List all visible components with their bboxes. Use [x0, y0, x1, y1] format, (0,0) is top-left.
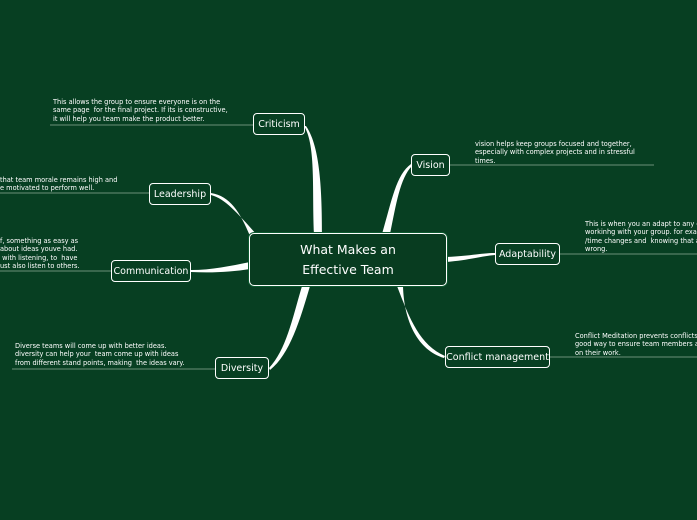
note-criticism: This allows the group to ensure everyone…	[53, 98, 228, 123]
topic-adaptability-label: Adaptability	[498, 248, 557, 260]
note-communication: f, something as easy as about ideas youv…	[0, 237, 80, 270]
note-conflict-management: Conflict Meditation prevents conflicts, …	[575, 332, 697, 357]
topic-criticism-label: Criticism	[258, 118, 300, 130]
branch-conflict-management	[397, 286, 445, 358]
topic-vision[interactable]: Vision	[411, 154, 450, 176]
topic-conflict-management[interactable]: Conflict management	[445, 346, 550, 368]
note-vision: vision helps keep groups focused and tog…	[475, 140, 635, 165]
topic-vision-label: Vision	[416, 159, 445, 171]
branch-leadership	[211, 193, 258, 236]
topic-communication[interactable]: Communication	[111, 260, 191, 282]
topic-criticism[interactable]: Criticism	[253, 113, 305, 135]
topic-diversity[interactable]: Diversity	[215, 357, 269, 379]
topic-leadership[interactable]: Leadership	[149, 183, 211, 205]
branch-adaptability	[446, 253, 495, 262]
branch-criticism	[304, 126, 322, 234]
central-topic-label: What Makes an Effective Team	[300, 241, 396, 277]
branch-diversity	[269, 286, 310, 370]
note-diversity: Diverse teams will come up with better i…	[15, 342, 185, 367]
topic-diversity-label: Diversity	[220, 362, 264, 374]
branch-vision	[382, 164, 412, 234]
central-topic[interactable]: What Makes an Effective Team	[249, 233, 447, 286]
topic-adaptability[interactable]: Adaptability	[495, 243, 560, 265]
topic-conflict-management-label: Conflict management	[446, 351, 549, 363]
branch-communication	[191, 262, 250, 273]
topic-communication-label: Communication	[113, 265, 189, 277]
note-leadership: that team morale remains high and e moti…	[0, 176, 118, 193]
topic-leadership-label: Leadership	[153, 188, 207, 200]
note-adaptability: This is when you an adapt to any c worki…	[585, 220, 697, 253]
